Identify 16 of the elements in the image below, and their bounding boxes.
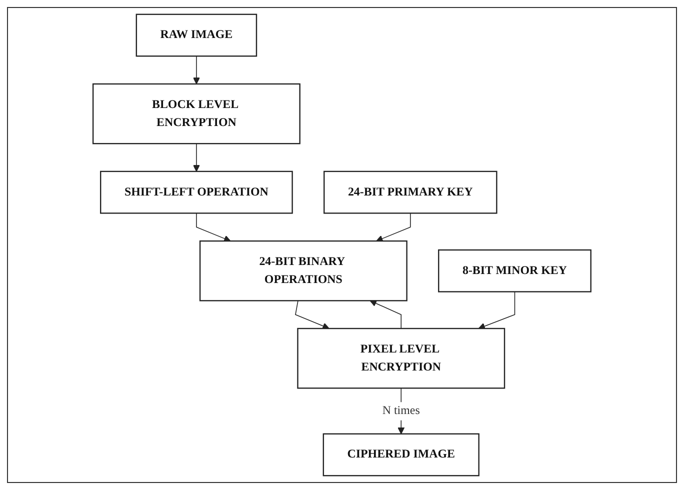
node-box: SHIFT-LEFT OPERATION [100, 170, 293, 214]
arrow [193, 56, 200, 84]
node-box: RAW IMAGE [136, 14, 258, 57]
node-box: 24-BIT BINARY OPERATIONS [199, 240, 408, 302]
arrow [370, 300, 402, 329]
edge-label: N times [382, 404, 420, 418]
arrow [196, 212, 231, 242]
node-box: BLOCK LEVEL ENCRYPTION [92, 83, 300, 144]
arrow [193, 143, 200, 172]
arrow [295, 300, 330, 330]
node-box: 8-BIT MINOR KEY [438, 249, 592, 292]
node-box: 24-BIT PRIMARY KEY [324, 170, 498, 214]
arrow [376, 212, 411, 242]
arrow [478, 291, 516, 330]
node-box: CIPHERED IMAGE [322, 433, 480, 476]
node-box: PIXEL LEVEL ENCRYPTION [297, 328, 506, 389]
